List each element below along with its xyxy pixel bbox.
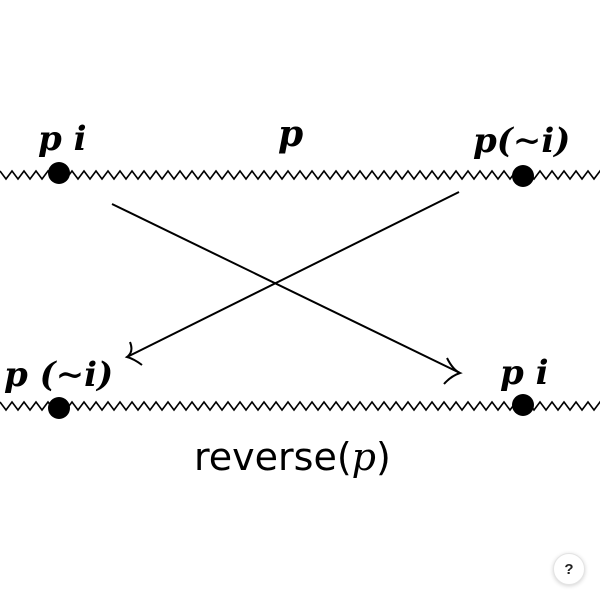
help-button[interactable]: ?: [553, 553, 585, 585]
reverse-function-name: reverse: [194, 435, 337, 479]
bottom-end-point: [512, 394, 534, 416]
bottom-start-point: [48, 397, 70, 419]
reverse-argument: p: [352, 435, 376, 479]
reverse-close-paren: ): [376, 435, 391, 479]
top-path-name: p: [278, 113, 303, 155]
bottom-end-label: p i: [500, 353, 549, 393]
arrow-end-to-start-line: [126, 191, 460, 358]
top-end-point: [512, 165, 534, 187]
bottom-start-label: p (∼i): [4, 355, 113, 395]
arrow-start-to-end-line: [111, 203, 461, 374]
bottom-path-line: [0, 400, 600, 412]
top-end-label: p(∼i): [473, 121, 570, 161]
top-path-line: [0, 169, 600, 181]
arrow-start-to-end-head: [443, 357, 463, 385]
top-start-label: p i: [38, 119, 87, 159]
top-start-point: [48, 162, 70, 184]
reverse-open-paren: (: [337, 435, 352, 479]
arrow-end-to-start-head: [124, 341, 143, 366]
bottom-path-name: reverse(p): [194, 435, 391, 479]
